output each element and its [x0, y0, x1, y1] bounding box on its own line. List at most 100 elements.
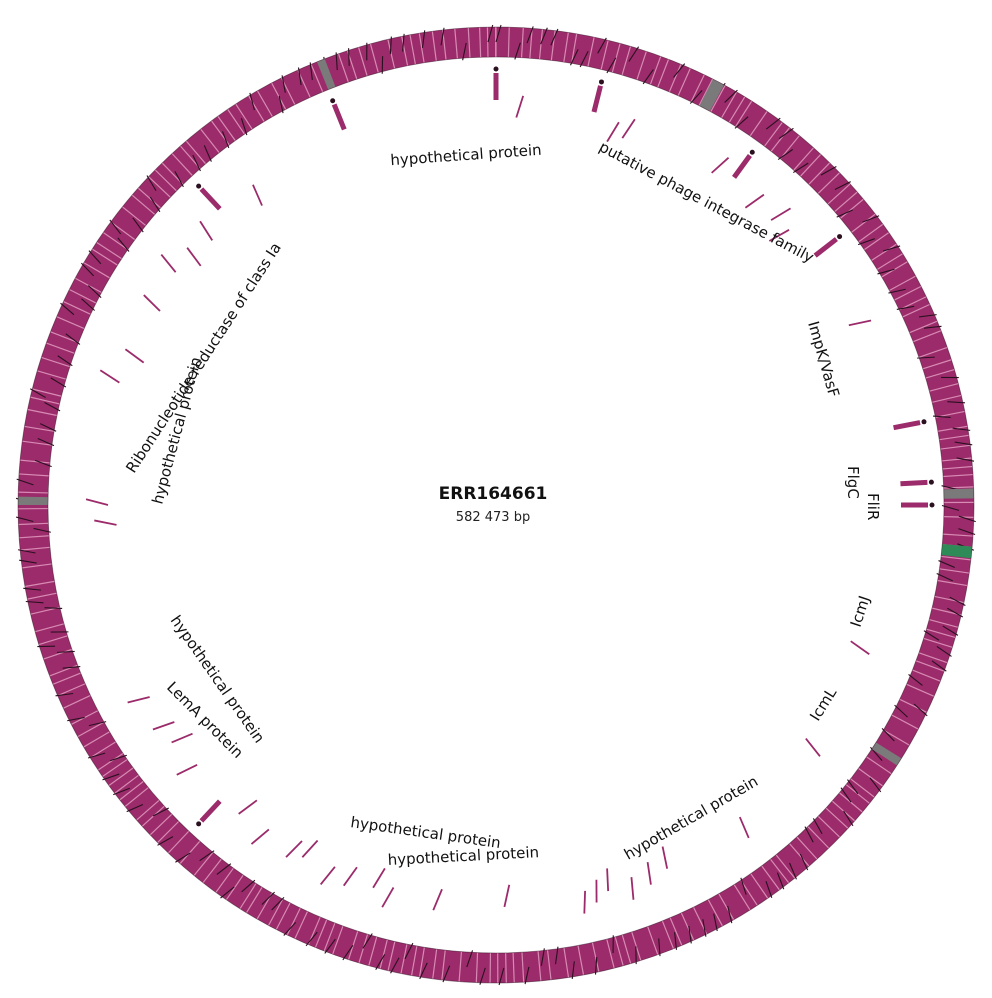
- ring-boundary: [44, 607, 63, 610]
- ring-boundary: [917, 356, 935, 359]
- ring-gap: [922, 359, 952, 370]
- ring-boundary: [241, 879, 256, 893]
- ring-gap: [563, 947, 570, 978]
- ring-gap: [24, 580, 55, 588]
- ring-boundary: [487, 24, 494, 43]
- feature-arrow: [591, 85, 603, 113]
- ring-boundary: [17, 549, 36, 554]
- ring-gap: [245, 886, 263, 914]
- ring-gap: [32, 388, 62, 397]
- ring-gap: [57, 683, 86, 697]
- ring-boundary: [60, 302, 75, 316]
- ring-gap: [91, 248, 118, 266]
- ring-boundary: [55, 692, 74, 697]
- ring-gap: [940, 555, 971, 561]
- ring-boundary: [913, 703, 928, 717]
- ring-gap: [720, 91, 738, 119]
- ring-boundary: [222, 131, 230, 149]
- ring-gap: [839, 198, 864, 219]
- ring-boundary: [938, 560, 955, 568]
- ring-gap: [148, 176, 171, 198]
- feature-line: [606, 868, 610, 892]
- ring-boundary: [789, 862, 797, 880]
- ring-gap: [902, 303, 931, 318]
- feature-arrow-tip: [196, 183, 202, 189]
- ring-gap: [733, 884, 751, 911]
- ring-gap: [71, 710, 99, 725]
- ring-boundary: [740, 877, 747, 895]
- ring-gap: [193, 851, 214, 876]
- ring-gap: [63, 300, 91, 315]
- ring-gap: [591, 942, 600, 972]
- ring-gap: [154, 169, 177, 192]
- feature-line: [583, 890, 586, 914]
- ring-gap: [185, 140, 207, 165]
- feature-line: [848, 319, 872, 327]
- ring-gap: [894, 285, 922, 301]
- ring-gap: [89, 741, 117, 759]
- ring-gap: [928, 619, 959, 628]
- ring-boundary: [57, 355, 73, 367]
- ring-boundary: [305, 931, 318, 947]
- feature-track: [85, 66, 935, 914]
- ring-gap: [825, 807, 849, 829]
- ring-gap: [418, 947, 425, 977]
- ring-boundary: [606, 57, 617, 74]
- ring-gap: [294, 911, 309, 939]
- ring-gap: [889, 275, 916, 291]
- ring-boundary: [514, 42, 521, 60]
- ring-boundary: [16, 516, 34, 523]
- ring-gap: [225, 874, 244, 901]
- ring-boundary: [702, 919, 707, 937]
- ring-gap: [537, 950, 542, 981]
- genome-length: 582 473 bp: [456, 510, 530, 525]
- feature-arrow: [199, 187, 222, 211]
- feature-arrow: [893, 420, 921, 431]
- ring-gap: [942, 465, 973, 470]
- ring-boundary: [836, 209, 854, 218]
- ring-boundary: [442, 965, 451, 983]
- ring-boundary: [869, 777, 882, 793]
- ring-gap: [698, 78, 714, 106]
- ring-boundary: [152, 807, 170, 817]
- ring-boundary: [389, 36, 392, 55]
- ring-gap: [838, 792, 863, 813]
- ring-gap: [918, 346, 948, 358]
- ring-gap: [845, 784, 870, 804]
- ring-boundary: [88, 250, 102, 265]
- ring-boundary: [50, 377, 67, 388]
- ring-boundary: [479, 967, 486, 985]
- ring-inner-edge: [47, 56, 945, 954]
- ring-gap: [131, 194, 156, 216]
- ring-gap: [657, 59, 670, 88]
- ring-boundary: [278, 95, 284, 114]
- ring-boundary: [30, 388, 46, 399]
- feature-arrow: [900, 479, 928, 487]
- feature-arrow-tip: [921, 419, 927, 425]
- ring-gap: [649, 56, 662, 85]
- ring-gap: [740, 879, 758, 906]
- ring-gap: [467, 27, 471, 58]
- ring-boundary: [102, 773, 120, 781]
- ring-gap: [46, 342, 75, 354]
- ring-boundary: [462, 42, 467, 61]
- ring-boundary: [216, 863, 232, 875]
- ring-gap: [20, 546, 51, 551]
- ring-gap: [24, 425, 55, 432]
- ring-gap: [939, 434, 969, 441]
- ring-boundary: [540, 27, 548, 45]
- ring-boundary: [724, 89, 738, 103]
- ring-gap: [96, 241, 123, 260]
- ring-gap: [827, 183, 851, 205]
- ring-boundary: [569, 49, 579, 66]
- feature-arrow-tip: [330, 98, 336, 104]
- feature-line: [661, 846, 669, 869]
- ring-gap: [912, 669, 941, 682]
- feature-line: [85, 498, 109, 506]
- feature-line: [238, 799, 258, 815]
- ring-boundary: [390, 957, 400, 974]
- ring-gap: [387, 941, 396, 971]
- ring-boundary: [348, 48, 350, 66]
- ring-gap: [761, 865, 780, 891]
- ring-boundary: [954, 441, 973, 446]
